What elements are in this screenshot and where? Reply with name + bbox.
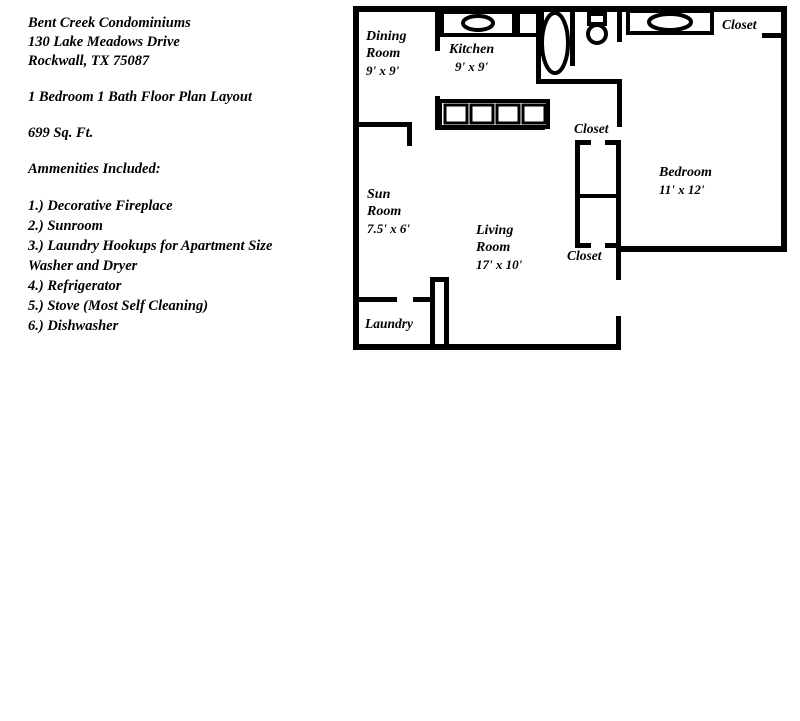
- amenity-item: 1.) Decorative Fireplace: [28, 198, 173, 214]
- living-name-line2: Room: [476, 240, 511, 255]
- plan-type: 1 Bedroom 1 Bath Floor Plan Layout: [28, 89, 252, 105]
- amenity-item: 2.) Sunroom: [28, 218, 103, 234]
- bedroom-name: Bedroom: [659, 165, 712, 180]
- kitchen-sink: [440, 10, 516, 37]
- closet-label-bedroom-lower: Closet: [567, 248, 602, 263]
- sunroom-name-line1: Sun: [367, 187, 391, 202]
- sunroom-north-wall: [357, 122, 412, 146]
- laundry-label: Laundry: [365, 316, 414, 331]
- bedroom-dimensions: 11' x 12': [659, 182, 705, 197]
- amenities-list: 1.) Decorative Fireplace 2.) Sunroom 3.)…: [28, 196, 338, 336]
- square-feet: 699 Sq. Ft.: [28, 125, 94, 141]
- vanity-sink: [626, 9, 714, 35]
- room-label-bedroom: Bedroom 11' x 12': [659, 164, 712, 198]
- closet-label-bath: Closet: [722, 17, 757, 32]
- amenity-item: 4.) Refrigerator: [28, 278, 122, 294]
- amenity-item: 6.) Dishwasher: [28, 318, 119, 334]
- amenity-item: 3.) Laundry Hookups for Apartment Size: [28, 238, 273, 254]
- closet-label-bedroom-upper: Closet: [574, 121, 609, 136]
- property-address-line: 130 Lake Meadows Drive: [28, 34, 180, 50]
- laundry-walls: [357, 277, 449, 350]
- plan-type-block: 1 Bedroom 1 Bath Floor Plan Layout: [28, 88, 338, 107]
- room-label-sun: Sun Room 7.5' x 6': [367, 186, 410, 237]
- room-label-kitchen: Kitchen 9' x 9': [449, 41, 494, 75]
- amenities-heading-block: Ammenities Included:: [28, 160, 338, 179]
- dining-kitchen-divider-wall: [435, 6, 440, 130]
- dining-name-line2: Room: [366, 46, 401, 61]
- floor-plan-svg: [353, 6, 787, 350]
- dining-dimensions: 9' x 9': [366, 63, 400, 78]
- dining-name-line1: Dining: [366, 29, 407, 44]
- living-name-line1: Living: [476, 223, 514, 238]
- sunroom-dimensions: 7.5' x 6': [367, 221, 410, 236]
- floor-plan-drawing: Dining Room 9' x 9' Kitchen 9' x 9' Sun …: [353, 6, 787, 350]
- room-label-living: Living Room 17' x 10': [476, 222, 522, 273]
- property-info-panel: Bent Creek Condominiums 130 Lake Meadows…: [28, 14, 338, 336]
- bath-closet-walls: [762, 33, 784, 38]
- amenities-heading: Ammenities Included:: [28, 161, 161, 177]
- living-room-east-wall: [616, 316, 621, 350]
- bedroom-closet-walls: [575, 140, 621, 280]
- kitchen-name: Kitchen: [449, 42, 495, 57]
- property-address-block: Bent Creek Condominiums 130 Lake Meadows…: [28, 14, 338, 71]
- sunroom-name-line2: Room: [367, 204, 402, 219]
- property-name: Bent Creek Condominiums: [28, 15, 191, 31]
- bathroom-walls: [536, 6, 622, 127]
- amenity-item-continuation: Washer and Dryer: [28, 258, 138, 274]
- kitchen-cabinets: [438, 99, 550, 129]
- amenity-item: 5.) Stove (Most Self Cleaning): [28, 298, 209, 314]
- room-label-dining: Dining Room 9' x 9': [366, 28, 406, 79]
- stove-icon: [516, 10, 544, 37]
- property-city-state-zip: Rockwall, TX 75087: [28, 53, 150, 69]
- square-feet-block: 699 Sq. Ft.: [28, 124, 338, 143]
- living-dimensions: 17' x 10': [476, 257, 523, 272]
- bathtub-icon: [540, 11, 570, 75]
- toilet-icon: [586, 12, 608, 45]
- kitchen-dimensions: 9' x 9': [454, 59, 489, 74]
